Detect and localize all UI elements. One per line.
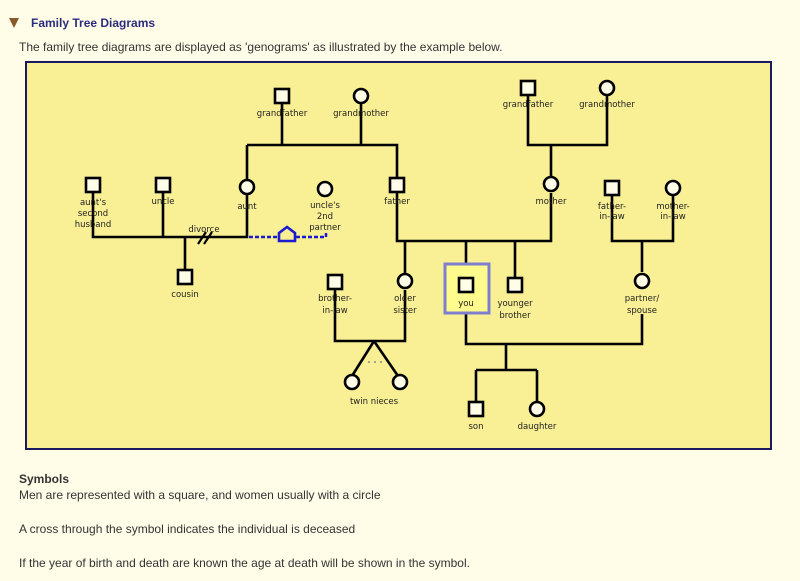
twin-niece-2-circle (391, 373, 409, 391)
symbols-heading: Symbols (19, 472, 70, 486)
label-partner-spouse-1: partner/ (625, 294, 660, 304)
older-sister-circle (396, 272, 414, 290)
son-square (467, 400, 485, 418)
label-brother-in-law-2: in-law (322, 306, 347, 316)
label-partner-spouse-2: spouse (627, 306, 657, 316)
label-paternal-grandmother: grandmother (333, 109, 389, 119)
you-highlight-box (443, 262, 491, 315)
label-mother-in-law-1: mother- (656, 202, 689, 212)
maternal-grandfather-square (519, 79, 537, 97)
triangle-down-icon[interactable] (9, 18, 19, 28)
label-father-in-law-2: in-law (599, 212, 624, 222)
label-older-sister-1: older (394, 294, 416, 304)
label-aunts-second-husband-1: aunt's (80, 198, 107, 208)
person-labels: aunt's second husband uncle aunt uncle's… (75, 100, 690, 432)
maternal-grandmother-circle (598, 79, 616, 97)
label-mother-in-law-2: in-law (660, 212, 685, 222)
you-square (457, 276, 475, 294)
label-daughter: daughter (518, 422, 557, 432)
divorce-marker (197, 231, 213, 245)
parents-marriage-line (395, 193, 553, 243)
uncle-square (154, 176, 172, 194)
paternal-grandfather-square (273, 87, 291, 105)
label-you: you (458, 299, 474, 309)
intro-text: The family tree diagrams are displayed a… (19, 40, 503, 54)
label-maternal-grandfather: grandfather (503, 100, 554, 110)
label-divorce: divorce (188, 225, 219, 235)
paternal-grandmother-circle (352, 87, 370, 105)
twins-lines (350, 340, 400, 377)
uncles-2nd-partner-circle (316, 180, 334, 198)
partner-spouse-circle (633, 272, 651, 290)
cousin-square (176, 268, 194, 286)
twin-niece-1-circle (343, 373, 361, 391)
maternal-grandparents-line (526, 96, 609, 177)
house-icon (277, 225, 297, 243)
father-square (388, 176, 406, 194)
label-father-in-law-1: father- (598, 202, 626, 212)
partner-dotted-line (249, 232, 328, 239)
you-marriage-line (464, 314, 644, 402)
brother-in-law-square (326, 273, 344, 291)
label-older-sister-2: sister (393, 306, 417, 316)
relationship-lines (91, 96, 675, 402)
label-younger-brother-2: brother (499, 311, 531, 321)
symbols-line-age: If the year of birth and death are known… (19, 556, 470, 570)
label-son: son (468, 422, 483, 432)
label-mother: mother (536, 197, 567, 207)
label-aunts-second-husband-2: second (78, 209, 108, 219)
label-aunt: aunt (237, 202, 257, 212)
label-maternal-grandmother: grandmother (579, 100, 635, 110)
symbols-line-squares-circles: Men are represented with a square, and w… (19, 488, 381, 502)
label-uncles-2nd-partner-2: 2nd (317, 212, 333, 222)
daughter-circle (528, 400, 546, 418)
section-header[interactable]: Family Tree Diagrams (8, 13, 155, 33)
aunt-marriage-line (91, 193, 249, 239)
label-father: father (384, 197, 410, 207)
section-title: Family Tree Diagrams (31, 16, 156, 30)
father-in-law-square (603, 179, 621, 197)
label-cousin: cousin (171, 290, 198, 300)
younger-brother-square (506, 276, 524, 294)
aunt-circle (238, 178, 256, 196)
label-aunts-second-husband-3: husband (75, 220, 112, 230)
paternal-grandparents-line (245, 104, 399, 180)
label-uncles-2nd-partner-1: uncle's (310, 201, 340, 211)
label-brother-in-law-1: brother- (318, 294, 352, 304)
label-paternal-grandfather: grandfather (257, 109, 308, 119)
label-uncle: uncle (151, 197, 174, 207)
in-laws-line (610, 196, 675, 272)
label-uncles-2nd-partner-3: partner (309, 223, 341, 233)
sister-marriage-line (333, 290, 407, 343)
mother-in-law-circle (664, 179, 682, 197)
label-younger-brother-1: younger (497, 299, 533, 309)
label-twin-nieces: twin nieces (350, 397, 399, 407)
aunts-second-husband-square (84, 176, 102, 194)
symbols-line-cross: A cross through the symbol indicates the… (19, 522, 356, 536)
mother-circle (542, 175, 560, 193)
genogram-diagram: aunt's second husband uncle aunt uncle's… (25, 61, 772, 450)
